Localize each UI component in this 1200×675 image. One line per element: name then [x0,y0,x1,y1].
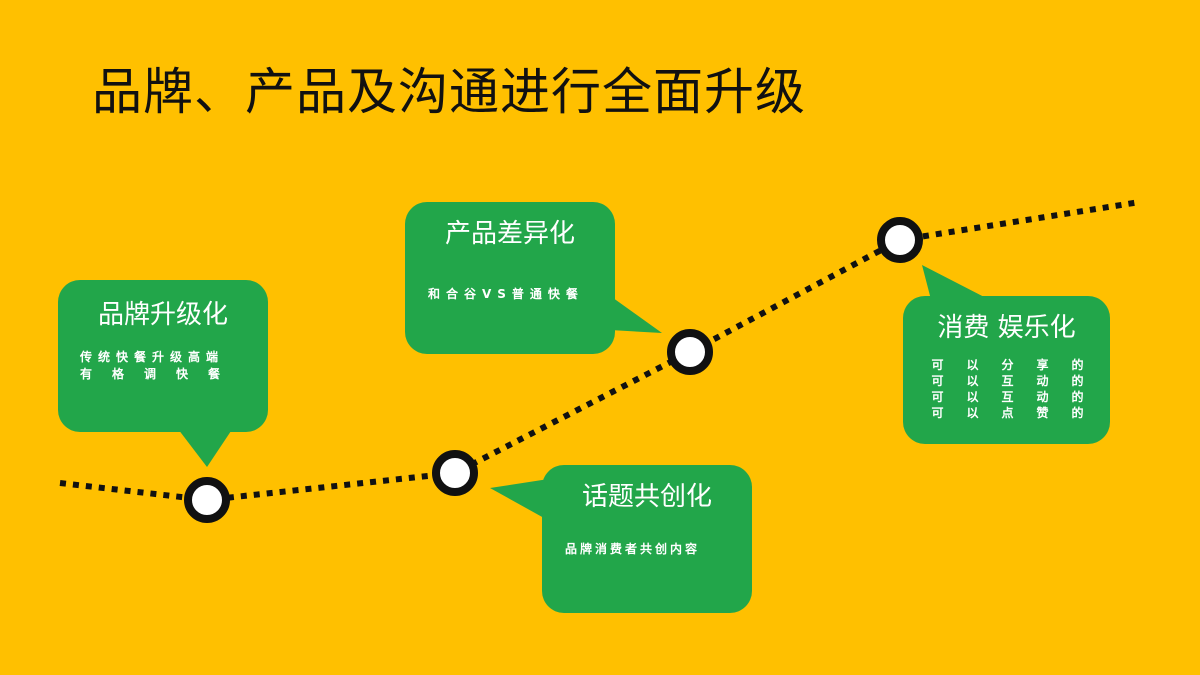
page-title: 品牌、产品及沟通进行全面升级 [92,63,806,121]
grid-cell: 以 [966,406,979,420]
grid-cell: 动 [1036,390,1049,404]
bubble-topic [490,465,752,613]
grid-cell: 赞 [1036,406,1049,420]
topic-text: 品牌消费者共创内容 [565,542,701,556]
grid-cell: 的 [1071,390,1084,404]
timeline-node-2 [432,450,478,496]
bubble-brand [58,280,268,467]
grid-cell: 点 [1001,406,1014,420]
timeline-node-4 [877,217,923,263]
product-text: 和合谷VS普通快餐 [428,287,584,301]
brand-text-line-2: 有格调快餐 [80,367,241,381]
grid-cell: 可 [931,358,944,372]
bubble-product [405,202,662,354]
grid-cell: 以 [966,358,979,372]
grid-cell: 以 [966,374,979,388]
product-title: 产品差异化 [444,219,575,249]
grid-cell: 可 [931,374,944,388]
entertainment-title: 消费 娱乐化 [937,313,1076,343]
brand-title: 品牌升级化 [97,300,228,330]
grid-cell: 可 [931,390,944,404]
grid-cell: 动 [1036,374,1049,388]
grid-cell: 的 [1071,358,1084,372]
grid-cell: 的 [1071,374,1084,388]
grid-cell: 互 [1001,374,1014,388]
grid-cell: 分 [1001,358,1014,372]
timeline-path [59,199,1141,504]
grid-cell: 互 [1001,390,1014,404]
topic-title: 话题共创化 [581,482,712,512]
timeline-node-1 [184,477,230,523]
grid-cell: 的 [1071,406,1084,420]
grid-cell: 享 [1036,358,1049,372]
bubble-entertainment [903,265,1110,444]
timeline-node-3 [667,329,713,375]
entertainment-grid: 可 以 分 享 的 可 以 互 动 的 可 以 互 动 的 可 以 点 赞 的 [920,358,1095,421]
grid-cell: 以 [966,390,979,404]
grid-cell: 可 [931,406,944,420]
brand-text-line-1: 传统快餐升级高端 [80,350,225,364]
